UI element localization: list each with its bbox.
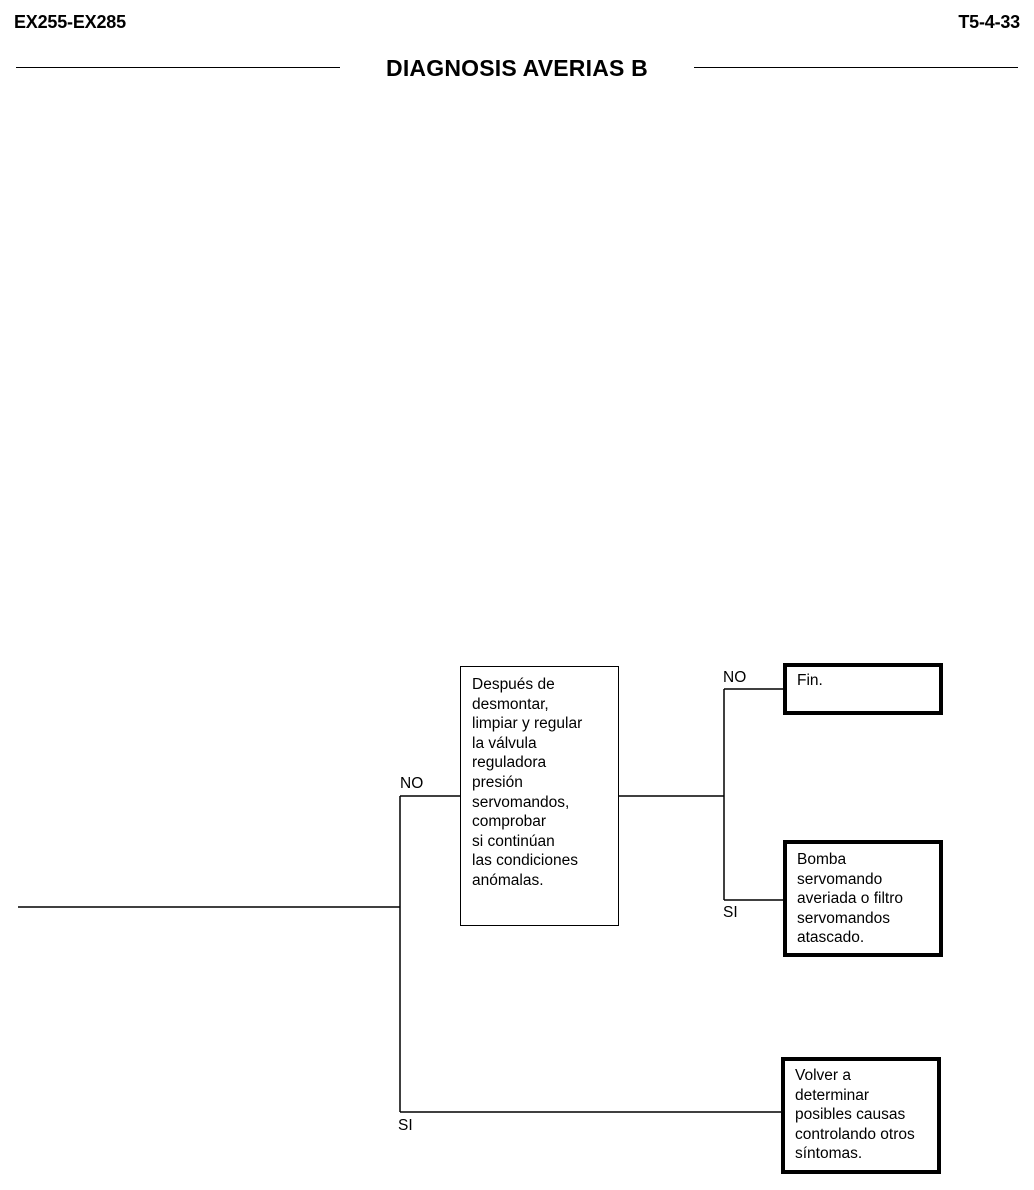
check-step-box: Después de desmontar, limpiar y regular …	[460, 666, 619, 926]
result-end-box: Fin.	[783, 663, 943, 715]
result-pump-box: Bomba servomando averiada o filtro servo…	[783, 840, 943, 957]
document-id: EX255-EX285	[14, 12, 126, 32]
page-number: T5-4-33	[958, 12, 1020, 32]
title-rule-right	[694, 67, 1018, 68]
main-si-label: SI	[398, 1117, 413, 1134]
result-redetermine-box: Volver a determinar posibles causas cont…	[781, 1057, 941, 1174]
main-no-label: NO	[400, 775, 424, 792]
page-title: DIAGNOSIS AVERIAS B	[386, 55, 648, 81]
check-si-label: SI	[723, 904, 738, 921]
check-no-label: NO	[723, 669, 747, 686]
title-rule-left	[16, 67, 340, 68]
